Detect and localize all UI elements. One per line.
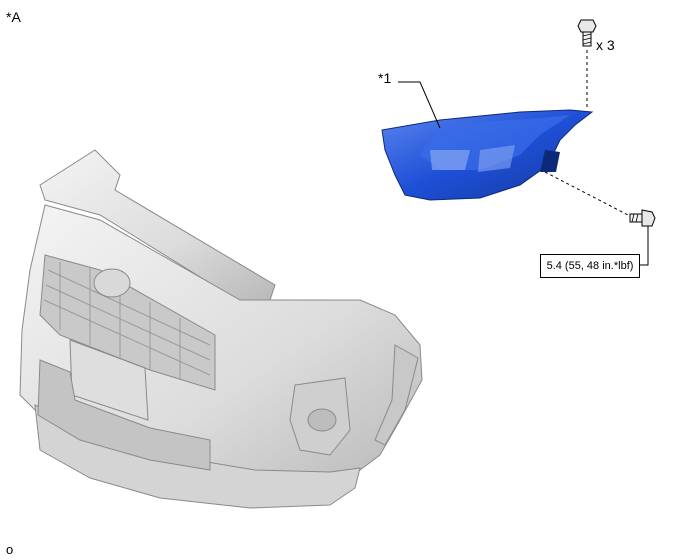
torque-spec-box: 5.4 (55, 48 in.*lbf) [540,254,640,278]
part-callout-leader [398,81,441,129]
part-callout-label: *1 [378,70,392,86]
emblem [93,268,131,298]
top-bolt-icon [577,19,597,47]
torque-leader [640,226,649,266]
figure-code: o [6,542,14,557]
front-bumper [19,149,423,509]
side-bolt-icon [629,209,656,227]
grille-mesh [43,262,211,380]
view-label: *A [6,9,21,25]
headlamp-assembly [381,109,594,201]
side-bolt-guide-line [544,171,629,216]
bolt-quantity-label: x 3 [596,37,615,53]
